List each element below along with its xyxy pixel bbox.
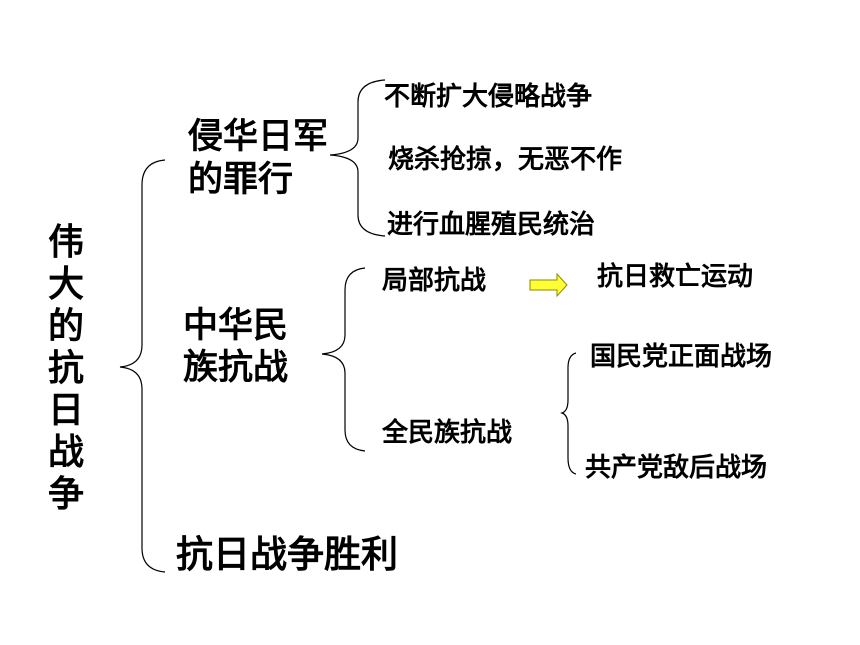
right-arrow-icon [529, 272, 568, 298]
resistance-title: 中华民族抗战 [183, 306, 289, 388]
crimes-item: 进行血腥殖民统治 [387, 210, 596, 240]
crimes-item: 烧杀抢掠，无恶不作 [388, 145, 623, 175]
fullwar-brace [560, 352, 577, 475]
crimes-title: 侵华日军的罪行 [188, 117, 329, 200]
resistance-brace [321, 267, 366, 452]
full-war-label: 全民族抗战 [382, 418, 513, 448]
main-brace [119, 159, 166, 573]
full-war-item: 共产党敌后战场 [585, 453, 768, 483]
partial-war-label: 局部抗战 [382, 266, 487, 296]
full-war-item: 国民党正面战场 [590, 342, 773, 372]
crimes-brace [329, 79, 386, 237]
partial-war-result: 抗日救亡运动 [597, 262, 754, 292]
crimes-item: 不断扩大侵略战争 [384, 82, 593, 112]
victory-title: 抗日战争胜利 [176, 533, 398, 576]
root-title: 伟大的抗日战争 [48, 222, 85, 515]
